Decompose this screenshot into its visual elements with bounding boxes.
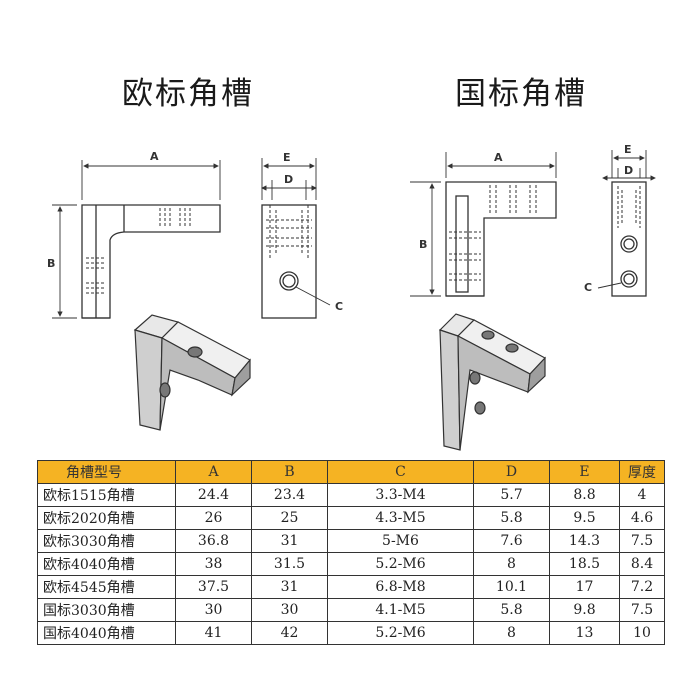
dim-c-label-eu: C [335,300,343,313]
cell-c: 3.3-M4 [327,483,474,507]
cell-c: 6.8-M8 [327,575,474,599]
cell-thickness: 7.2 [619,575,665,599]
technical-drawing: A B E D C [47,143,656,451]
dim-d-label-gb: D [624,164,633,177]
cell-e: 14.3 [549,529,620,553]
gb-front-view [597,150,656,297]
cell-d: 8 [473,552,550,576]
header-model: 角槽型号 [37,460,176,484]
dim-a-label-gb: A [494,151,503,164]
cell-a: 24.4 [175,483,252,507]
table-header-row: 角槽型号 A B C D E 厚度 [37,460,665,484]
table-row: 国标3030角槽 30 30 4.1-M5 5.8 9.8 7.5 [37,598,665,622]
cell-e: 18.5 [549,552,620,576]
cell-b: 31.5 [251,552,328,576]
cell-thickness: 8.4 [619,552,665,576]
header-thickness: 厚度 [619,460,665,484]
cell-model: 国标3030角槽 [37,598,176,622]
eu-3d-part [133,314,251,431]
cell-thickness: 7.5 [619,529,665,553]
header-a: A [175,460,252,484]
cell-b: 31 [251,575,328,599]
eu-title: 欧标角槽 [122,76,254,112]
table-row: 欧标4545角槽 37.5 31 6.8-M8 10.1 17 7.2 [37,575,665,599]
eu-front-view [261,158,331,319]
cell-b: 42 [251,621,328,645]
cell-a: 36.8 [175,529,252,553]
cell-model: 欧标3030角槽 [37,529,176,553]
cell-b: 25 [251,506,328,530]
cell-e: 9.5 [549,506,620,530]
cell-model: 欧标4040角槽 [37,552,176,576]
table-row: 欧标4040角槽 38 31.5 5.2-M6 8 18.5 8.4 [37,552,665,576]
cell-d: 10.1 [473,575,550,599]
cell-d: 7.6 [473,529,550,553]
dim-b-label-eu: B [47,257,55,270]
cell-e: 17 [549,575,620,599]
cell-model: 欧标4545角槽 [37,575,176,599]
dim-e-label-gb: E [624,143,632,156]
gb-side-view [410,152,557,297]
cell-a: 26 [175,506,252,530]
cell-a: 30 [175,598,252,622]
cell-d: 5.8 [473,506,550,530]
table-row: 欧标2020角槽 26 25 4.3-M5 5.8 9.5 4.6 [37,506,665,530]
table-row: 国标4040角槽 41 42 5.2-M6 8 13 10 [37,621,665,645]
dim-a-label-eu: A [150,150,159,163]
cell-model: 欧标1515角槽 [37,483,176,507]
cell-thickness: 4.6 [619,506,665,530]
cell-c: 5-M6 [327,529,474,553]
cell-b: 31 [251,529,328,553]
dim-d-label-eu: D [284,173,293,186]
cell-thickness: 10 [619,621,665,645]
cell-c: 5.2-M6 [327,621,474,645]
cell-d: 5.8 [473,598,550,622]
gb-3d-part [438,313,546,451]
cell-model: 欧标2020角槽 [37,506,176,530]
header-d: D [473,460,550,484]
table-row: 欧标1515角槽 24.4 23.4 3.3-M4 5.7 8.8 4 [37,483,665,507]
spec-table: 角槽型号 A B C D E 厚度 欧标1515角槽 24.4 23.4 3.3… [37,460,665,645]
cell-c: 5.2-M6 [327,552,474,576]
gb-title: 国标角槽 [455,76,587,112]
cell-a: 37.5 [175,575,252,599]
cell-model: 国标4040角槽 [37,621,176,645]
cell-a: 38 [175,552,252,576]
cell-b: 30 [251,598,328,622]
dim-e-label-eu: E [283,151,291,164]
header-c: C [327,460,474,484]
header-e: E [549,460,620,484]
cell-d: 5.7 [473,483,550,507]
cell-thickness: 7.5 [619,598,665,622]
table-row: 欧标3030角槽 36.8 31 5-M6 7.6 14.3 7.5 [37,529,665,553]
cell-e: 13 [549,621,620,645]
cell-e: 8.8 [549,483,620,507]
dim-b-label-gb: B [419,238,427,251]
cell-b: 23.4 [251,483,328,507]
cell-thickness: 4 [619,483,665,507]
cell-e: 9.8 [549,598,620,622]
eu-side-view [52,160,221,319]
cell-a: 41 [175,621,252,645]
dim-c-label-gb: C [584,281,592,294]
header-b: B [251,460,328,484]
cell-c: 4.3-M5 [327,506,474,530]
cell-c: 4.1-M5 [327,598,474,622]
cell-d: 8 [473,621,550,645]
